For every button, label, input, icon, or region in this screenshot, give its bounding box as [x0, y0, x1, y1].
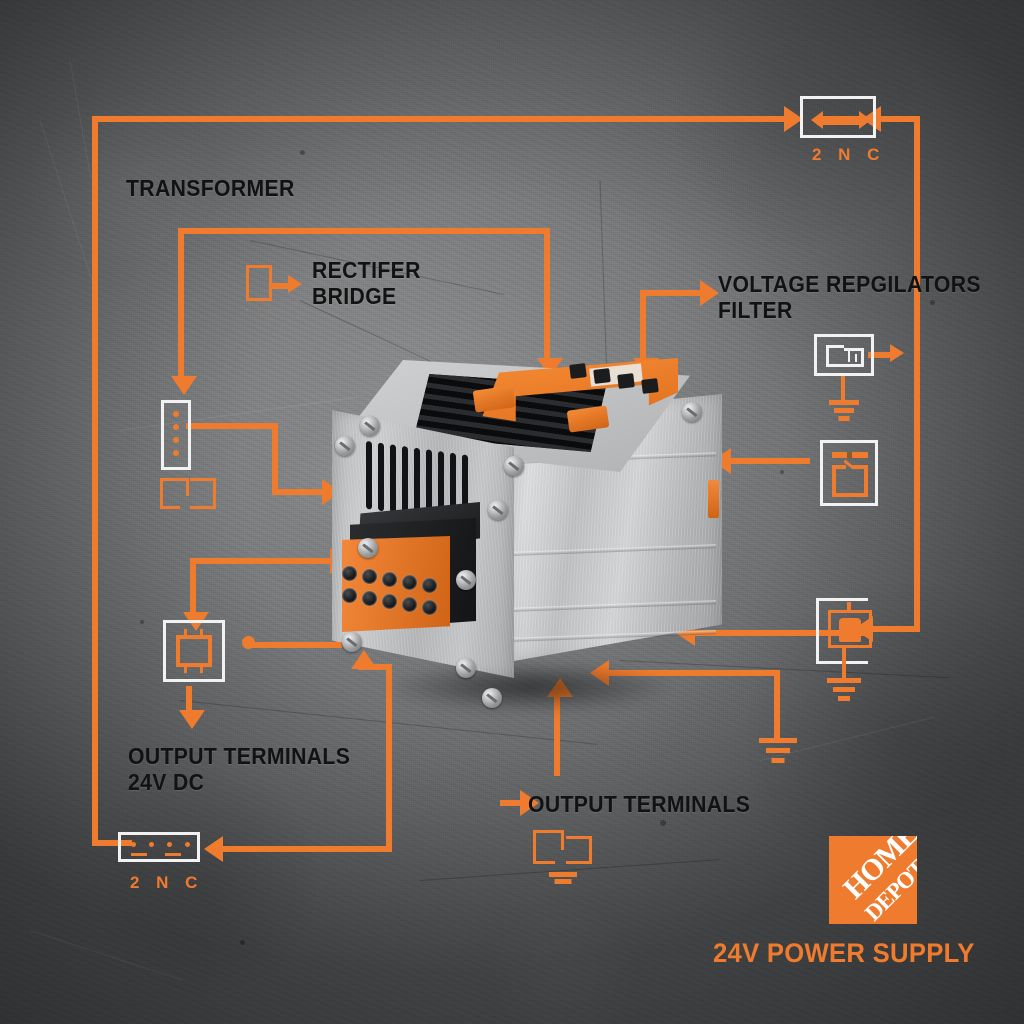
case-screw	[682, 402, 702, 422]
terminal-screw-holes	[340, 540, 444, 632]
label-transformer: TRANSFORMER	[126, 175, 295, 201]
case-screw	[342, 632, 362, 652]
label-output-terminals: OUTPUT TERMINALS	[528, 791, 751, 817]
case-screw	[456, 658, 476, 678]
label-output-terminals-24v: OUTPUT TERMINALS 24V DC	[128, 743, 351, 795]
power-supply-product-image	[322, 352, 734, 732]
caption-top-right-nc: 2 N C	[812, 145, 886, 164]
case-screw	[360, 416, 380, 436]
transformer-circuit-icon	[160, 478, 218, 512]
case-screw	[335, 436, 355, 456]
label-rectifier-bridge: RECTIFER BRIDGE	[312, 257, 421, 309]
rectifier-block-subcaption: · · ·	[246, 305, 275, 315]
transistor-ground-icon	[828, 602, 874, 652]
double-arrow-icon-box	[800, 96, 876, 138]
case-screw	[482, 688, 502, 708]
regulator-chip-icon-box	[814, 334, 874, 376]
capacitor-block-icon-box	[820, 440, 878, 506]
poster-title: 24V POWER SUPPLY	[713, 938, 975, 968]
ground-icon-output	[758, 738, 798, 764]
case-screw	[488, 500, 508, 520]
brand-block: Home Depot	[829, 836, 917, 924]
case-screw	[358, 538, 378, 558]
transistor-ground-lead	[842, 648, 846, 680]
output-terminals-circuit-icon	[533, 830, 595, 868]
case-screw	[504, 456, 524, 476]
terminal-strip-icon-box	[161, 400, 191, 470]
home-depot-logo: Home Depot	[829, 836, 917, 924]
ground-icon	[548, 872, 578, 888]
case-screw	[456, 570, 476, 590]
regulator-ground-lead	[841, 376, 845, 402]
ic-chip-icon-box	[163, 620, 225, 682]
product-shadow	[330, 652, 730, 722]
label-voltage-regulators-filter: VOLTAGE REPGILATORS FILTER	[718, 271, 981, 323]
ground-icon-regulator	[828, 400, 860, 422]
connector-strip-icon-box	[118, 832, 200, 862]
ground-icon-transistor	[826, 678, 862, 702]
side-orange-tab	[708, 480, 719, 518]
rectifier-block-icon	[246, 265, 272, 301]
caption-bottom-left-nc: 2 N C	[130, 873, 204, 892]
